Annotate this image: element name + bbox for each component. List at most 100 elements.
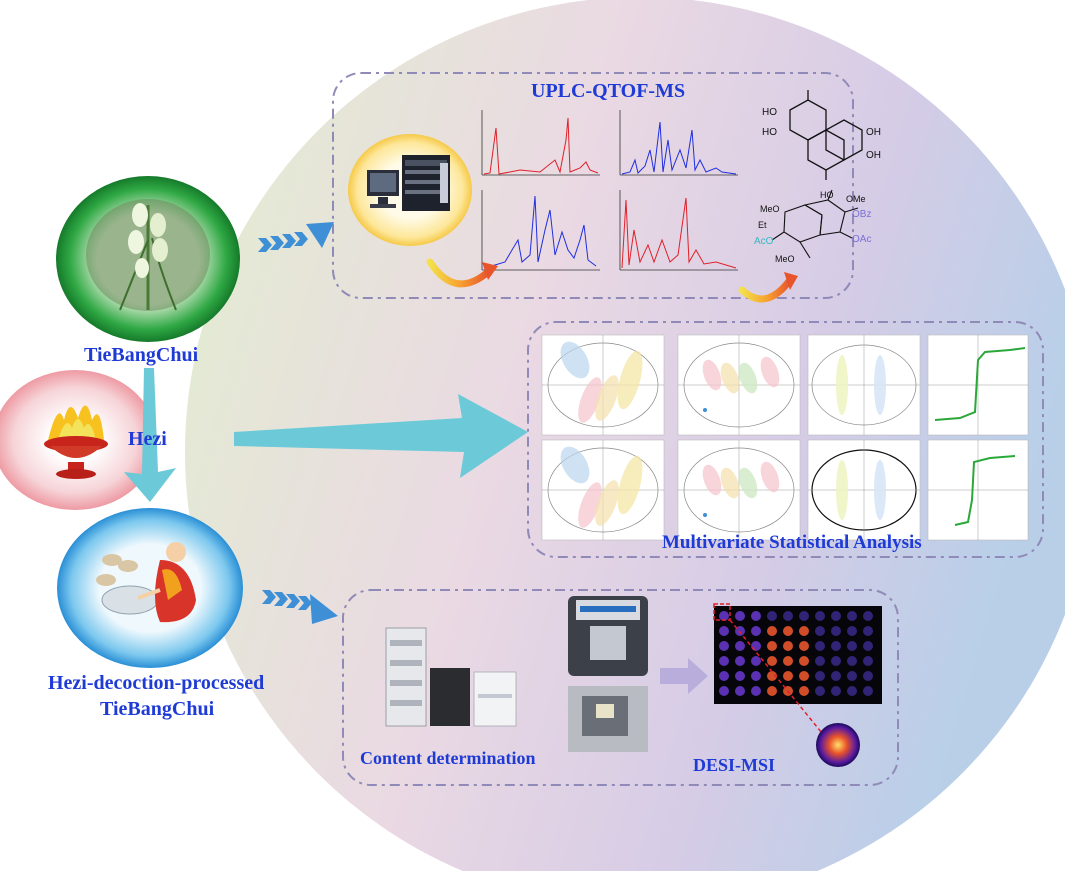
score-plot-row1-1: [541, 334, 665, 436]
label-multivariate: Multivariate Statistical Analysis: [662, 532, 922, 553]
desi-spot: [831, 686, 841, 696]
permutation-plot-row2: [927, 439, 1029, 541]
desi-spot: [799, 671, 809, 681]
desi-spot: [799, 641, 809, 651]
content-desi-panel: [342, 589, 899, 786]
mol-label-ho-bottom: HO: [762, 127, 777, 138]
desi-spot: [815, 656, 825, 666]
monk-processing-icon: [96, 542, 196, 623]
desi-spot: [767, 671, 777, 681]
label-desi-msi: DESI-MSI: [693, 755, 776, 775]
desi-spot: [783, 671, 793, 681]
desi-spot: [735, 656, 745, 666]
desi-spot: [847, 686, 857, 696]
ellagic-acid-structure: [789, 90, 863, 180]
chevron-arrow-top: [258, 222, 334, 252]
desi-spot: [767, 611, 777, 621]
desi-spot: [735, 611, 745, 621]
label-uplc: UPLC-QTOF-MS: [531, 80, 686, 102]
desi-spot: [847, 671, 857, 681]
desi-spot: [751, 626, 761, 636]
desi-spots: [719, 611, 873, 696]
desi-spot: [735, 671, 745, 681]
desi-spot: [783, 641, 793, 651]
desi-spot: [863, 656, 873, 666]
curved-arrow-right-head: [784, 272, 798, 290]
desi-zoom-line: [729, 619, 827, 739]
desi-spot: [863, 671, 873, 681]
process-arrow: [660, 658, 708, 694]
desi-spot: [735, 686, 745, 696]
label-hezi: Hezi: [128, 428, 167, 450]
mol-label-aco: AcO: [754, 236, 774, 247]
score-plot-row2-2: [677, 439, 801, 541]
desi-spot: [815, 611, 825, 621]
permutation-plot-row1: [927, 334, 1029, 436]
desi-spot: [863, 686, 873, 696]
big-arrow-multivariate: [234, 394, 528, 478]
mol-label-oh-bottom: OH: [866, 150, 881, 161]
mass-spectrometer-icon: [367, 155, 450, 211]
desi-spot: [767, 626, 777, 636]
multivariate-panel: [527, 321, 1044, 558]
desi-spot: [751, 671, 761, 681]
desi-spot: [831, 641, 841, 651]
desi-spot: [719, 611, 729, 621]
curved-arrow-left: [426, 258, 492, 288]
desi-spot: [783, 611, 793, 621]
desi-spot: [815, 626, 825, 636]
desi-spot: [863, 626, 873, 636]
desi-spot: [735, 626, 745, 636]
desi-spot: [767, 641, 777, 651]
desi-spot: [735, 641, 745, 651]
desi-spot: [799, 656, 809, 666]
desi-spot: [799, 686, 809, 696]
desi-spot: [815, 641, 825, 651]
mol-label-ho: HO: [820, 190, 834, 200]
desi-spot: [783, 626, 793, 636]
desi-spot: [751, 656, 761, 666]
hplc-instrument-icon: [385, 627, 517, 727]
down-arrow-processing: [124, 368, 176, 502]
desi-spot: [831, 671, 841, 681]
mol-label-obz: OBz: [852, 209, 871, 220]
desi-spot: [847, 626, 857, 636]
desi-spot: [719, 656, 729, 666]
desi-spot: [719, 671, 729, 681]
desi-spot: [847, 611, 857, 621]
score-plot-row1-3: [807, 334, 921, 436]
score-plot-row2-3: [807, 439, 921, 541]
desi-spot: [767, 656, 777, 666]
uplc-panel: [332, 72, 854, 299]
desi-spot: [815, 686, 825, 696]
desi-spot: [831, 626, 841, 636]
chromatogram-bottom-left: [481, 190, 600, 271]
mol-label-ome: OMe: [846, 194, 866, 204]
chromatogram-top-left: [481, 110, 600, 176]
desi-spot: [751, 611, 761, 621]
alkaloid-structure: [771, 189, 859, 259]
flame-bowl-icon: [44, 405, 108, 479]
mol-label-ho-top: HO: [762, 107, 777, 118]
chromatogram-top-right: [619, 110, 738, 176]
desi-spot: [847, 641, 857, 651]
desi-spot: [751, 641, 761, 651]
desi-spot: [719, 686, 729, 696]
mol-label-oh-top: OH: [866, 127, 881, 138]
desi-spot: [799, 626, 809, 636]
plant-photo-icon: [86, 199, 210, 311]
desi-spot: [719, 626, 729, 636]
score-plot-row1-2: [677, 334, 801, 436]
chevron-arrow-bottom: [262, 590, 338, 624]
desi-zoom-circle: [816, 723, 860, 767]
label-content-determination: Content determination: [360, 748, 536, 768]
curved-arrow-left-head: [482, 262, 498, 280]
score-plot-row2-1: [541, 439, 665, 541]
curved-arrow-right: [738, 276, 794, 303]
desi-spot: [799, 611, 809, 621]
desi-zoom-box: [713, 603, 731, 621]
label-processed-line2: TieBangChui: [100, 698, 215, 720]
desi-spot: [815, 671, 825, 681]
desi-spot: [831, 656, 841, 666]
